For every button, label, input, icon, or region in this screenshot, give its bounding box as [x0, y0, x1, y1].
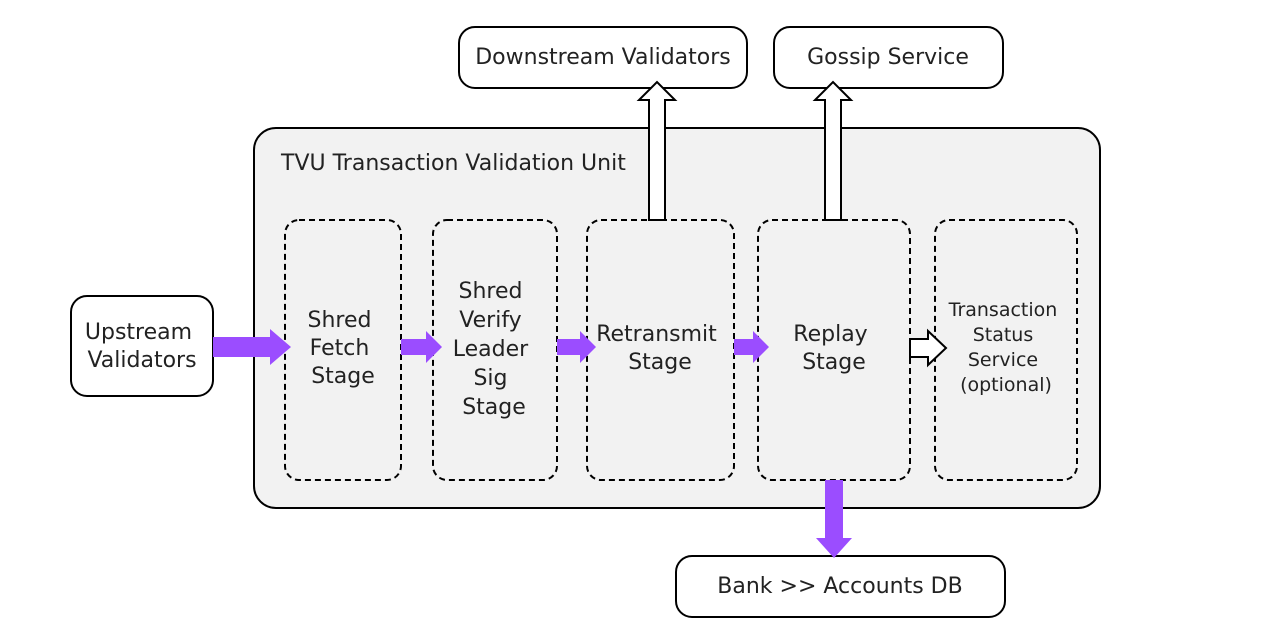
upstream-validators-box: [70, 295, 214, 397]
gossip-service-label: Gossip Service: [807, 45, 969, 70]
downstream-validators-box: [458, 26, 748, 89]
gossip-service-box: [773, 26, 1004, 89]
replay-to-transaction-status-arrow: [909, 328, 948, 368]
replay-to-bank-arrow: [816, 480, 852, 558]
shred-verify-stage-label: Shred Verify Leader Sig Stage: [453, 279, 535, 420]
shred-fetch-to-verify-arrow: [401, 331, 442, 363]
replay-stage-label: Replay Stage: [793, 322, 874, 375]
retransmit-to-replay-arrow: [734, 331, 769, 363]
tvu-title: TVU Transaction Validation Unit: [280, 151, 626, 176]
transaction-status-service-label: Transaction Status Service (optional): [948, 299, 1064, 396]
bank-accounts-db-label: Bank >> Accounts DB: [717, 574, 962, 599]
verify-to-retransmit-arrow: [557, 331, 596, 363]
shred-fetch-stage-label: Shred Fetch Stage: [308, 308, 379, 389]
downstream-validators-label: Downstream Validators: [475, 45, 731, 70]
replay-to-gossip-arrow: [812, 80, 854, 221]
upstream-to-shred-fetch-arrow: [213, 329, 291, 365]
retransmit-stage-label: Retransmit Stage: [596, 322, 724, 375]
bank-accounts-db-box: [675, 555, 1006, 618]
upstream-validators-label: Upstream Validators: [85, 320, 199, 373]
retransmit-to-downstream-arrow: [636, 80, 678, 221]
